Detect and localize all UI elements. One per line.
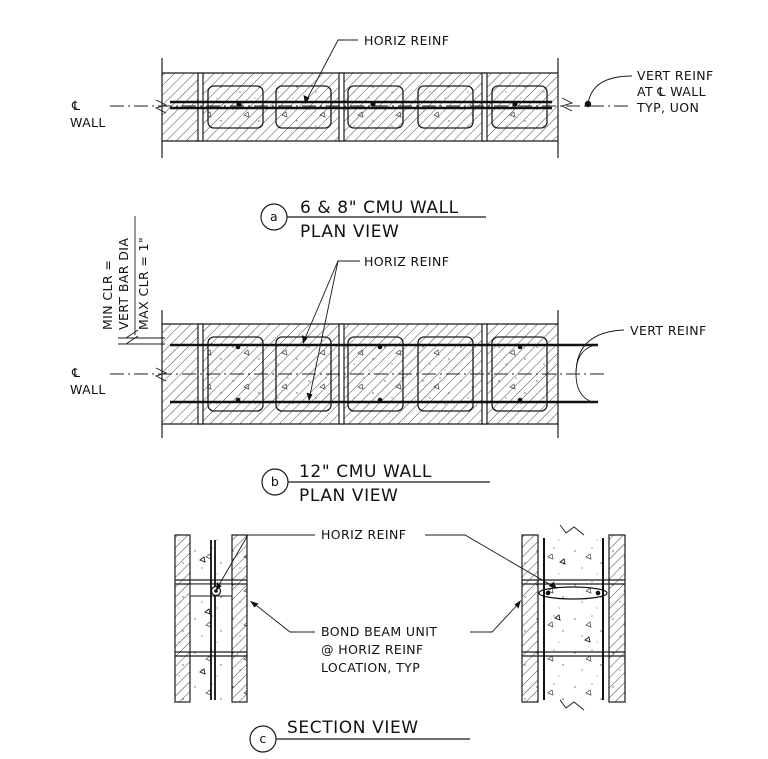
detail-a-title-text: 6 & 8" CMU WALL [300,198,459,218]
detail-a-plan: HORIZ REINF VERT REINF AT ℄ WALL TYP, UO… [70,33,714,158]
horiz-reinf-label-c: HORIZ REINF [321,527,406,542]
detail-c-section-right [521,524,626,711]
clearance-note-1: MIN CLR = [100,260,115,330]
detail-c-annotations: HORIZ REINF BOND BEAM UNIT @ HORIZ REINF… [215,527,557,675]
clearance-note-3: MAX CLR = 1" [136,237,151,330]
detail-b-subtitle: PLAN VIEW [299,486,398,506]
horiz-reinf-label-a: HORIZ REINF [364,33,449,48]
wall-label-a: WALL [70,115,106,130]
detail-c-title: c SECTION VIEW [249,718,470,753]
clearance-note-2: VERT BAR DIA [116,238,131,330]
detail-b-title-text: 12" CMU WALL [299,462,432,482]
horiz-reinf-label-b: HORIZ REINF [364,254,449,269]
detail-c-title-text: SECTION VIEW [287,718,419,738]
vert-reinf-label-b: VERT REINF [630,323,707,338]
bond-beam-note-3: LOCATION, TYP [321,660,420,675]
vert-reinf-label-a-2: AT ℄ WALL [637,84,706,99]
cl-symbol-a: ℄ [71,98,80,113]
detail-a-letter: a [270,209,278,224]
detail-b-title: b 12" CMU WALL PLAN VIEW [261,462,490,506]
detail-c-section-left [174,534,248,703]
bond-beam-note-2: @ HORIZ REINF [321,642,424,657]
detail-c-letter: c [259,731,266,746]
detail-b-letter: b [271,474,279,489]
detail-a-title: a 6 & 8" CMU WALL PLAN VIEW [260,198,486,242]
wall-label-b: WALL [70,382,106,397]
bond-beam-note-1: BOND BEAM UNIT [321,624,437,639]
cl-symbol-b: ℄ [71,365,80,380]
detail-a-subtitle: PLAN VIEW [300,222,399,242]
vert-reinf-label-a-3: TYP, UON [636,100,699,115]
vert-reinf-label-a-1: VERT REINF [637,68,714,83]
detail-b-plan: HORIZ REINF VERT REINF ℄ WALL MIN CLR = … [70,216,707,438]
